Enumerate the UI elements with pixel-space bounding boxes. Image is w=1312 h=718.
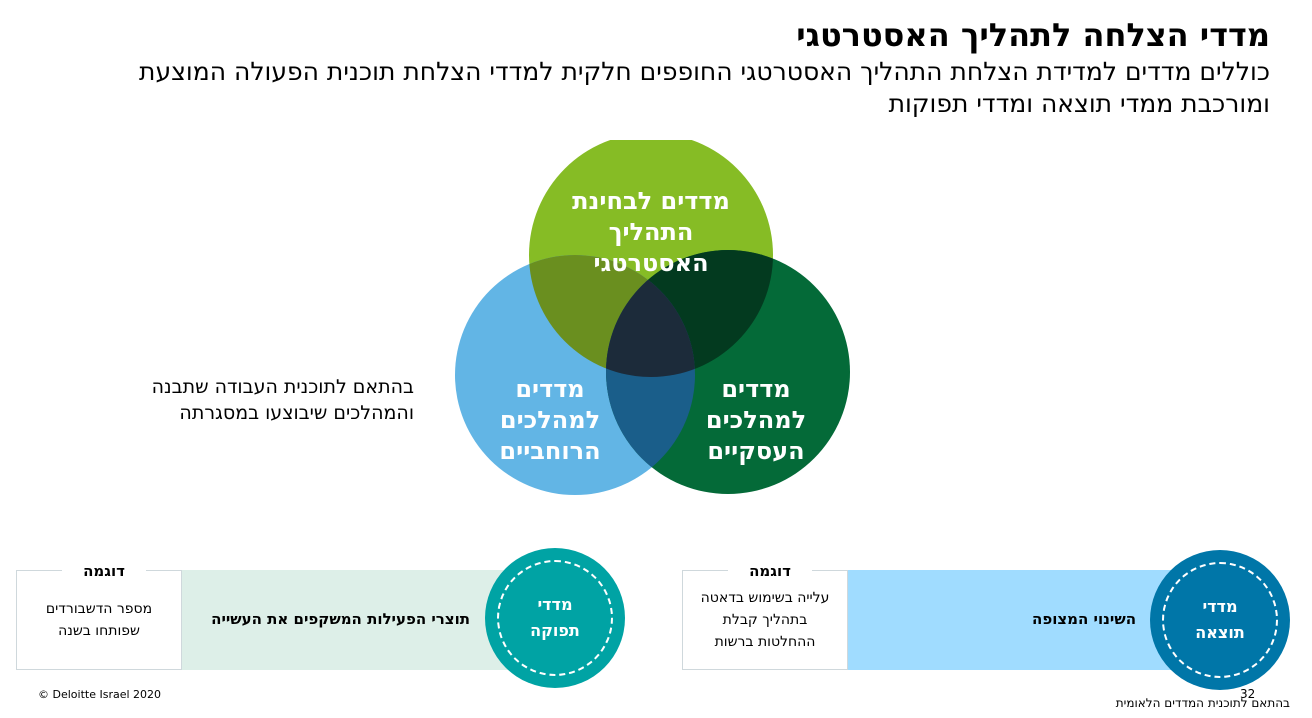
result-metric-example-box: עלייה בשימוש בדאטה בתהליך קבלת ההחלטות ב… [682, 570, 848, 670]
output-metric-example-heading: דוגמה [62, 562, 146, 580]
venn-side-note: בהתאם לתוכנית העבודה שתבנה והמהלכים שיבו… [151, 376, 414, 424]
page-title: מדדי הצלחה לתהליך האסטרטגי [796, 16, 1270, 54]
output-metric-example-text: מספר הדשבורדים שפותחו בשנה [45, 601, 153, 639]
venn-label-business: מדדים למהלכים העסקיים [705, 375, 807, 465]
venn-label-cross-cutting: מדדים למהלכים הרוחביים [499, 375, 601, 465]
page-number: 32 [1240, 687, 1256, 701]
output-metric-badge-ring: מדדי תפוקה [497, 560, 613, 676]
result-metric-badge-ring: מדדי תוצאה [1162, 562, 1278, 678]
result-metric-badge: מדדי תוצאה [1150, 550, 1290, 690]
result-metric-example-heading: דוגמה [728, 562, 812, 580]
result-metric-example-text: עלייה בשימוש בדאטה בתהליך קבלת ההחלטות ב… [700, 590, 830, 650]
footer-copyright: © Deloitte Israel 2020 [38, 688, 162, 701]
output-metric-example-box: מספר הדשבורדים שפותחו בשנה [16, 570, 182, 670]
page-subtitle: כוללים מדדים למדידת הצלחת התהליך האסטרטג… [40, 56, 1270, 120]
subtitle-line-1: כוללים מדדים למדידת הצלחת התהליך האסטרטג… [139, 57, 1270, 86]
venn-label-strategic-process: מדדים לבחינת התהליך האסטרטגי [572, 187, 730, 277]
result-metric-badge-label: מדדי תוצאה [1195, 597, 1245, 642]
output-metric-badge-label: מדדי תפוקה [530, 595, 580, 640]
result-metric-description: השינוי המצופה [1032, 610, 1136, 628]
footer-source-note: בהתאם לתוכנית המדדים הלאומית [1115, 696, 1290, 710]
output-metric-badge: מדדי תפוקה [485, 548, 625, 688]
venn-overlap-center [606, 255, 695, 377]
subtitle-line-2: ומורכבת ממדי תוצאה ומדדי תפוקות [888, 89, 1270, 118]
output-metric-description: תוצרי הפעילות המשקפים את העשייה [211, 610, 470, 628]
venn-diagram [455, 140, 850, 495]
